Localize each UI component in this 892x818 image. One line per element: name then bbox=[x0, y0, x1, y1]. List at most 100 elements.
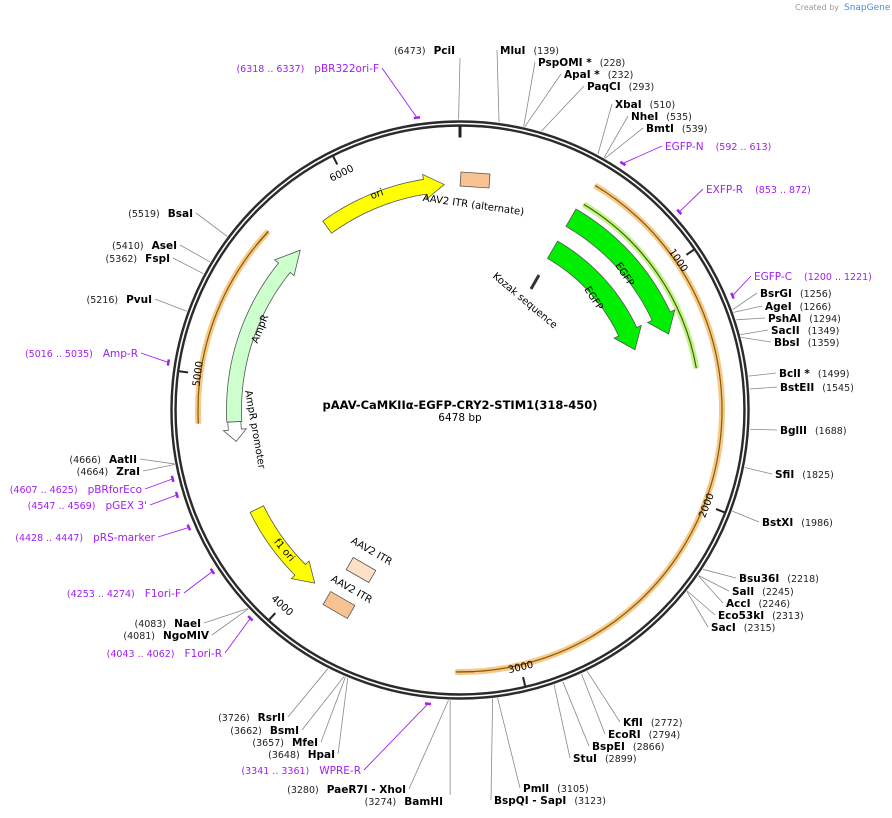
backbone-ring bbox=[170, 120, 750, 700]
feature-f1-ori[interactable] bbox=[249, 505, 316, 584]
feature-egfp[interactable] bbox=[546, 240, 642, 351]
enzyme-leader-line bbox=[744, 467, 773, 475]
enzyme-site-bspqi-sapi[interactable]: BspQI - SapI(3123) bbox=[494, 795, 606, 807]
enzyme-site-bsrgi[interactable]: BsrGI(1256) bbox=[760, 288, 832, 300]
enzyme-name: BsaI bbox=[168, 208, 193, 220]
enzyme-site-agei[interactable]: AgeI(1266) bbox=[765, 301, 831, 313]
primer-egfp-c[interactable]: EGFP-C(1200 .. 1221) bbox=[754, 271, 872, 283]
enzyme-position: (2313) bbox=[772, 611, 804, 622]
enzyme-site-stui[interactable]: StuI(2899) bbox=[573, 753, 637, 765]
enzyme-leader-line bbox=[562, 681, 590, 747]
primer-f1ori-f[interactable]: (4253 .. 4274)F1ori-F bbox=[67, 588, 181, 600]
primer-name: pBR322ori-F bbox=[314, 63, 379, 75]
enzyme-site-apai-[interactable]: ApaI *(232) bbox=[564, 69, 633, 81]
primer-egfp-n[interactable]: EGFP-N(592 .. 613) bbox=[665, 141, 771, 153]
enzyme-site-mlui[interactable]: MluI(139) bbox=[500, 45, 559, 57]
enzyme-site-bcli-[interactable]: BclI *(1499) bbox=[779, 368, 849, 380]
enzyme-site-asei[interactable]: (5410)AseI bbox=[112, 240, 177, 252]
enzyme-name: BspEI bbox=[592, 741, 625, 753]
enzyme-site-sali[interactable]: SalI(2245) bbox=[732, 586, 794, 598]
tick-mark bbox=[522, 676, 527, 687]
enzyme-position: (2218) bbox=[787, 574, 819, 585]
enzyme-site-kfli[interactable]: KflI(2772) bbox=[623, 717, 682, 729]
enzyme-position: (2794) bbox=[649, 730, 681, 741]
primer-pbr322ori-f[interactable]: (6318 .. 6337)pBR322ori-F bbox=[236, 63, 379, 75]
enzyme-leader-line bbox=[604, 127, 644, 159]
primer-mark[interactable] bbox=[730, 292, 735, 300]
enzyme-site-rsrii[interactable]: (3726)RsrII bbox=[218, 712, 285, 724]
enzyme-name: AseI bbox=[152, 240, 177, 252]
enzyme-site-bsteii[interactable]: BstEII(1545) bbox=[780, 382, 854, 394]
enzyme-site-pspomi-[interactable]: PspOMI *(228) bbox=[538, 57, 625, 69]
enzyme-leader-line bbox=[586, 670, 621, 723]
enzyme-site-fspi[interactable]: (5362)FspI bbox=[106, 253, 170, 265]
enzyme-site-ngomiv[interactable]: (4081)NgoMIV bbox=[123, 630, 209, 642]
enzyme-site-paqci[interactable]: PaqCI(293) bbox=[587, 81, 654, 93]
primer-exfp-r[interactable]: EXFP-R(853 .. 872) bbox=[706, 184, 811, 196]
primer-mark[interactable] bbox=[676, 208, 683, 216]
enzyme-site-bamhi[interactable]: (3274)BamHI bbox=[365, 796, 443, 808]
enzyme-site-pcii[interactable]: (6473)PciI bbox=[394, 45, 455, 57]
enzyme-leader-line bbox=[496, 49, 500, 123]
enzyme-site-pshai[interactable]: PshAI(1294) bbox=[768, 313, 841, 325]
enzyme-position: (1349) bbox=[808, 326, 840, 337]
enzyme-site-mfei[interactable]: (3657)MfeI bbox=[252, 737, 318, 749]
primer-amp-r[interactable]: (5016 .. 5035)Amp-R bbox=[25, 348, 138, 360]
enzyme-site-zrai[interactable]: (4664)ZraI bbox=[77, 466, 140, 478]
tick-mark bbox=[715, 508, 725, 514]
primer-mark[interactable] bbox=[247, 615, 254, 622]
enzyme-position: (1545) bbox=[822, 383, 854, 394]
enzyme-name: BsmI bbox=[270, 725, 299, 737]
enzyme-site-bstxi[interactable]: BstXI(1986) bbox=[762, 517, 833, 529]
primer-name: EGFP-C bbox=[754, 271, 792, 283]
primer-mark[interactable] bbox=[174, 491, 180, 499]
primer-leader-line bbox=[678, 188, 704, 213]
enzyme-site-sacii[interactable]: SacII(1349) bbox=[771, 325, 839, 337]
enzyme-site-bsu36i[interactable]: Bsu36I(2218) bbox=[739, 573, 819, 585]
enzyme-name: BmtI bbox=[646, 123, 674, 135]
primer-mark[interactable] bbox=[209, 568, 216, 575]
feature-egfp[interactable] bbox=[565, 208, 676, 335]
primer-pgex-3-[interactable]: (4547 .. 4569)pGEX 3' bbox=[28, 500, 147, 512]
primer-wpre-r[interactable]: (3341 .. 3361)WPRE-R bbox=[241, 765, 361, 777]
enzyme-site-aatii[interactable]: (4666)AatII bbox=[69, 454, 137, 466]
enzyme-site-naei[interactable]: (4083)NaeI bbox=[135, 618, 202, 630]
enzyme-site-nhei[interactable]: NheI(535) bbox=[631, 111, 692, 123]
feature-label-kozak: Kozak sequence bbox=[490, 271, 559, 331]
enzyme-site-bspei[interactable]: BspEI(2866) bbox=[592, 741, 664, 753]
primer-f1ori-r[interactable]: (4043 .. 4062)F1ori-R bbox=[107, 648, 222, 660]
primer-range: (4547 .. 4569) bbox=[28, 501, 96, 512]
feature-kozak-sequence[interactable] bbox=[529, 274, 541, 290]
enzyme-site-eco53ki[interactable]: Eco53kI(2313) bbox=[718, 610, 804, 622]
enzyme-site-acci[interactable]: AccI(2246) bbox=[726, 598, 790, 610]
enzyme-site-saci[interactable]: SacI(2315) bbox=[711, 622, 775, 634]
feature-aav2-itr[interactable] bbox=[322, 590, 356, 620]
primer-range: (853 .. 872) bbox=[755, 185, 811, 196]
enzyme-site-bbsi[interactable]: BbsI(1359) bbox=[774, 337, 839, 349]
enzyme-site-bsmi[interactable]: (3662)BsmI bbox=[230, 725, 299, 737]
enzyme-site-xbai[interactable]: XbaI(510) bbox=[615, 99, 675, 111]
feature-ampr[interactable] bbox=[226, 249, 301, 423]
enzyme-leader-line bbox=[581, 673, 606, 735]
primer-prs-marker[interactable]: (4428 .. 4447)pRS-marker bbox=[15, 532, 155, 544]
feature-aav2-itr-alternate[interactable] bbox=[459, 171, 491, 189]
feature-ori[interactable] bbox=[322, 173, 445, 234]
enzyme-site-pmli[interactable]: PmlI(3105) bbox=[523, 783, 589, 795]
enzyme-site-pvui[interactable]: (5216)PvuI bbox=[86, 294, 152, 306]
feature-ampr-promoter[interactable] bbox=[222, 421, 248, 443]
enzyme-leader-line bbox=[179, 244, 211, 263]
enzyme-site-hpai[interactable]: (3648)HpaI bbox=[268, 749, 335, 761]
enzyme-site-bglii[interactable]: BglII(1688) bbox=[780, 425, 847, 437]
enzyme-site-paer7i-xhoi[interactable]: (3280)PaeR7I - XhoI bbox=[287, 784, 406, 796]
tick-label: 2000 bbox=[697, 492, 716, 520]
enzyme-site-ecori[interactable]: EcoRI(2794) bbox=[608, 729, 680, 741]
enzyme-site-bmti[interactable]: BmtI(539) bbox=[646, 123, 707, 135]
tick-mark bbox=[268, 612, 277, 621]
primer-pbrforeco[interactable]: (4607 .. 4625)pBRforEco bbox=[10, 484, 142, 496]
enzyme-name: AccI bbox=[726, 598, 750, 610]
enzyme-site-sfii[interactable]: SfiI(1825) bbox=[775, 469, 834, 481]
enzyme-site-bsai[interactable]: (5519)BsaI bbox=[128, 208, 193, 220]
feature-aav2-itr[interactable] bbox=[345, 556, 377, 584]
enzyme-name: StuI bbox=[573, 753, 597, 765]
